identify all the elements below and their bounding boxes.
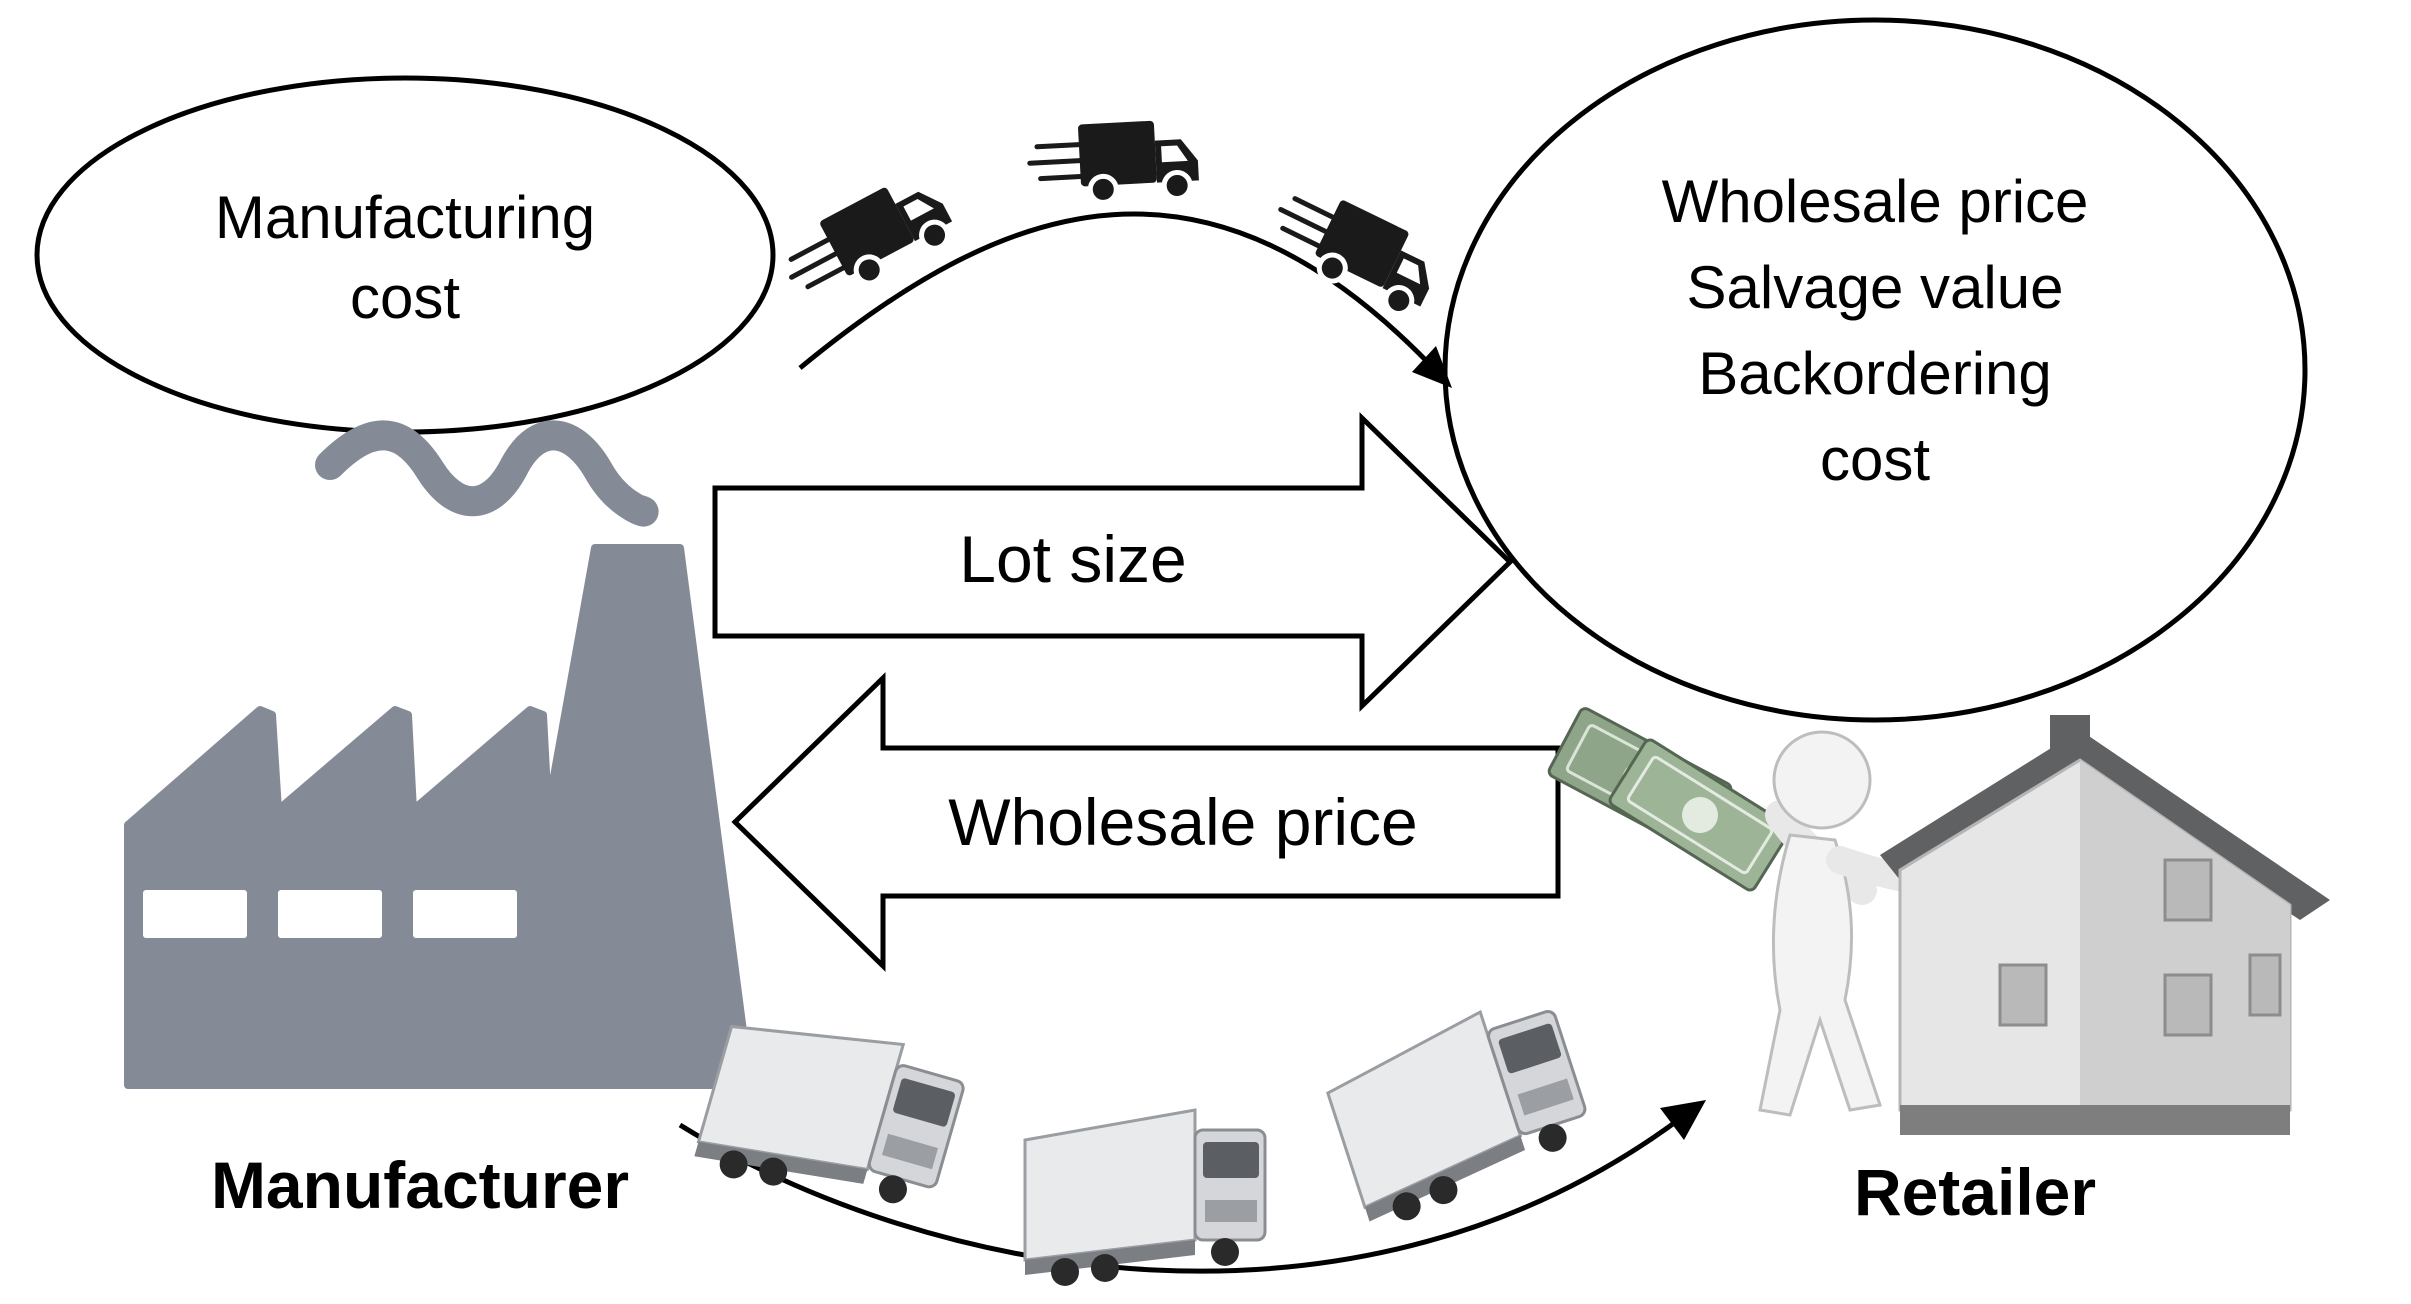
manufacturing-cost-line1: Manufacturing [215,184,595,251]
retailer-bubble-line4: cost [1820,426,1930,493]
smoke-icon [315,420,659,527]
factory-window-3 [413,890,517,938]
retailer-bubble-line1: Wholesale price [1662,168,2089,235]
delivery-van-icon-1 [775,167,960,316]
wholesale-price-label: Wholesale price [948,785,1418,859]
retailer-bubble-line2: Salvage value [1687,254,2064,321]
manufacturer-label: Manufacturer [211,1148,629,1222]
top-flow-arrow [798,211,1452,388]
manufacturing-cost-bubble: Manufacturing cost [34,75,776,435]
factory-icon [124,544,754,1089]
lot-size-label: Lot size [959,522,1186,596]
factory-window-2 [278,890,382,938]
retailer-bubble-line3: Backordering [1698,340,2052,407]
retailer-label: Retailer [1854,1155,2096,1229]
manufacturing-cost-line2: cost [350,264,460,331]
semi-truck-icon-2 [1023,1108,1267,1288]
wholesale-price-arrow: Wholesale price [731,672,1561,972]
delivery-van-icon-2 [1028,118,1200,206]
house-icon [1880,715,2330,1135]
money-icon [1547,707,1792,892]
lot-size-arrow: Lot size [712,412,1514,712]
factory-window-1 [143,890,247,938]
bottom-flow-arrow [678,1100,1706,1274]
semi-truck-icon-3 [1317,988,1603,1234]
retailer-cost-bubble: Wholesale price Salvage value Backorderi… [1442,17,2308,723]
